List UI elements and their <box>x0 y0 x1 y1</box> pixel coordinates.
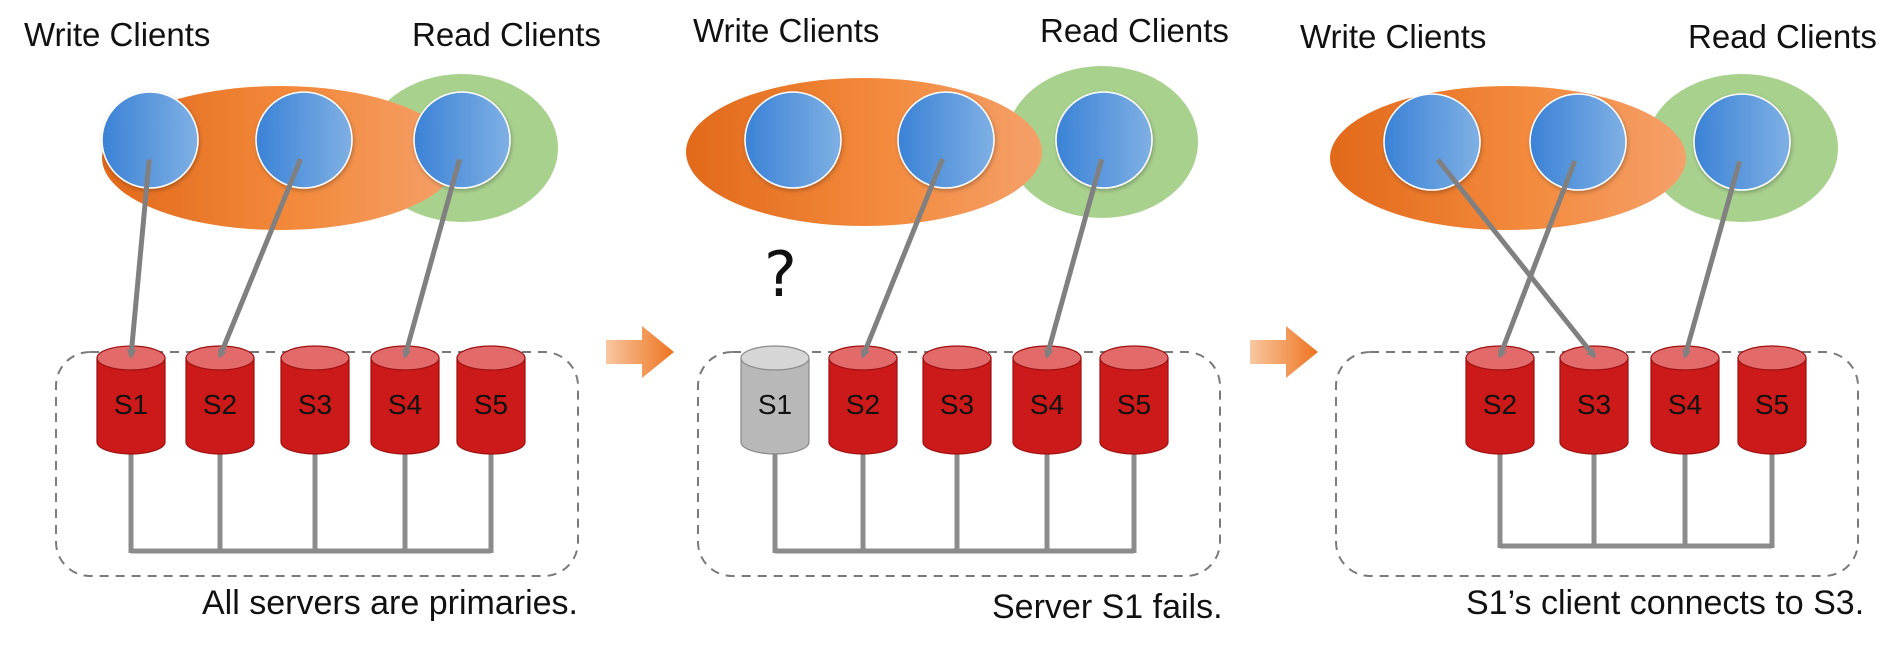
connection-arrow <box>217 158 303 359</box>
connection-arrow <box>1497 160 1578 359</box>
write-clients-label-1: Write Clients <box>24 16 211 53</box>
server-top <box>1559 345 1629 371</box>
connection-arrow <box>402 158 462 359</box>
server-label-s4: S4 <box>1030 389 1064 420</box>
client-circle-icon <box>1383 93 1481 191</box>
server-top <box>1737 345 1807 371</box>
server-body <box>280 357 350 455</box>
server-bus <box>128 442 494 554</box>
server-bus <box>772 442 1137 554</box>
server-label-s3: S3 <box>1577 389 1611 420</box>
database-cylinder-icon: S2 <box>828 345 898 455</box>
write-clients-label-2: Write Clients <box>693 12 880 49</box>
server-label-s5: S5 <box>474 389 508 420</box>
server-label-s4: S4 <box>388 389 422 420</box>
database-cylinder-icon: S4 <box>370 345 440 455</box>
server-label-s5: S5 <box>1755 389 1789 420</box>
caption-1: All servers are primaries. <box>202 584 578 622</box>
database-cylinder-icon: S2 <box>1465 345 1535 455</box>
server-body <box>1099 357 1169 455</box>
server-body <box>828 357 898 455</box>
database-cylinder-icon: S3 <box>1559 345 1629 455</box>
write-clients-label-3: Write Clients <box>1300 18 1487 55</box>
database-cylinder-icon: S1 <box>740 345 810 455</box>
connection-arrow <box>126 159 152 359</box>
server-top <box>280 345 350 371</box>
server-top <box>740 345 810 371</box>
server-top <box>922 345 992 371</box>
server-label-s2: S2 <box>1483 389 1517 420</box>
database-cylinder-icon: S5 <box>1737 345 1807 455</box>
server-label-s2: S2 <box>846 389 880 420</box>
server-body <box>740 357 810 455</box>
database-cylinder-icon: S3 <box>922 345 992 455</box>
server-body <box>922 357 992 455</box>
caption-3: S1’s client connects to S3. <box>1466 584 1865 622</box>
connection-arrow <box>1682 160 1742 359</box>
server-body <box>96 357 166 455</box>
client-circle-icon <box>897 91 995 189</box>
client-circle-icon <box>1693 93 1791 191</box>
client-circle-icon <box>1055 91 1153 189</box>
caption-2: Server S1 fails. <box>992 588 1223 626</box>
client-circle-icon <box>413 91 511 189</box>
server-bus <box>1497 442 1775 549</box>
server-label-s2: S2 <box>203 389 237 420</box>
read-clients-label-2: Read Clients <box>1040 12 1229 49</box>
connection-arrow <box>1044 158 1104 359</box>
server-label-s1: S1 <box>758 389 792 420</box>
client-circle-icon <box>744 91 842 189</box>
server-body <box>1465 357 1535 455</box>
database-cylinder-icon: S4 <box>1650 345 1720 455</box>
read-clients-label-3: Read Clients <box>1688 18 1877 55</box>
server-label-s3: S3 <box>940 389 974 420</box>
panel-3: S2 S3 S4 S5 <box>1330 74 1859 577</box>
server-top <box>1099 345 1169 371</box>
server-body <box>1559 357 1629 455</box>
database-cylinder-icon: S3 <box>280 345 350 455</box>
server-label-s1: S1 <box>114 389 148 420</box>
right-arrow-icon <box>606 326 674 378</box>
server-body <box>1012 357 1082 455</box>
right-arrow-icon <box>1250 326 1318 378</box>
database-cylinder-icon: S4 <box>1012 345 1082 455</box>
server-top <box>456 345 526 371</box>
write-clients-group <box>1330 86 1686 230</box>
panel-2: S1 S2 S3 S4 S5 <box>686 66 1221 577</box>
server-body <box>456 357 526 455</box>
server-label-s4: S4 <box>1668 389 1702 420</box>
server-body <box>185 357 255 455</box>
database-cylinder-icon: S2 <box>185 345 255 455</box>
database-cylinder-icon: S1 <box>96 345 166 455</box>
client-circle-icon <box>101 91 199 189</box>
client-circle-icon <box>1529 93 1627 191</box>
database-cylinder-icon: S5 <box>1099 345 1169 455</box>
server-label-s5: S5 <box>1117 389 1151 420</box>
server-body <box>1737 357 1807 455</box>
server-body <box>1650 357 1720 455</box>
read-clients-label-1: Read Clients <box>412 16 601 53</box>
database-cylinder-icon: S5 <box>456 345 526 455</box>
server-body <box>370 357 440 455</box>
panel-1: S1 S2 S3 S4 S5 <box>55 74 579 577</box>
connection-arrow <box>1435 158 1596 359</box>
connection-arrow <box>860 158 945 359</box>
question-mark: ? <box>764 238 797 311</box>
server-label-s3: S3 <box>298 389 332 420</box>
client-circle-icon <box>255 91 353 189</box>
